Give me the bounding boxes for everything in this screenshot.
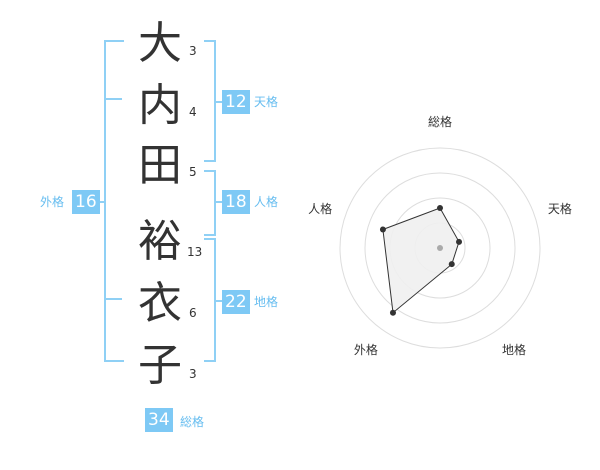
jinkaku-value-badge: 18: [222, 190, 250, 214]
radar-point-2: [456, 238, 463, 245]
name-char-5: 衣: [138, 278, 182, 329]
chikaku-connector: [214, 300, 222, 302]
radar-ring-3: [364, 172, 516, 324]
radar-axis-label-1: 総格: [428, 114, 452, 129]
name-char-3: 田: [138, 140, 182, 191]
gaikaku-value-badge: 16: [72, 190, 100, 214]
radar-point-3: [448, 261, 455, 268]
radar-axis-label-2: 天格: [548, 201, 572, 216]
tenkaku-value-badge: 12: [222, 90, 250, 114]
radar-axis-label-5: 人格: [308, 201, 332, 216]
gaikaku-bracket-tick-top: [104, 98, 122, 100]
jinkaku-connector: [214, 201, 222, 203]
radar-ring-4: [339, 147, 541, 349]
gaikaku-connector: [100, 201, 106, 203]
gaikaku-label: 外格: [40, 195, 65, 209]
radar-axis-label-3: 地格: [502, 342, 526, 357]
name-char-2: 内: [138, 80, 182, 131]
radar-series-polygon: [382, 207, 460, 314]
tenkaku-label: 天格: [254, 95, 279, 109]
tenkaku-connector: [214, 101, 222, 103]
name-char-1: 大: [138, 18, 182, 69]
soukaku-value-badge: 34: [145, 408, 173, 432]
stroke-count-5: 6: [189, 306, 197, 320]
radar-point-1: [437, 205, 443, 211]
radar-point-4: [389, 309, 396, 316]
stroke-count-3: 5: [189, 165, 197, 179]
name-char-6: 子: [138, 340, 182, 391]
stroke-count-2: 4: [189, 105, 197, 119]
soukaku-label: 総格: [180, 415, 205, 429]
chikaku-value-badge: 22: [222, 290, 250, 314]
radar-axis-label-4: 外格: [354, 342, 378, 357]
stroke-count-6: 3: [189, 367, 197, 381]
radar-point-5: [379, 226, 386, 233]
stroke-count-1: 3: [189, 44, 197, 58]
jinkaku-label: 人格: [254, 195, 279, 209]
chikaku-label: 地格: [254, 295, 279, 309]
stroke-count-4: 13: [187, 245, 203, 259]
name-char-4: 裕: [138, 216, 182, 267]
jinkaku-bracket: [204, 170, 216, 236]
radar-center-dot: [437, 245, 443, 251]
gaikaku-bracket-tick-bottom: [104, 298, 122, 300]
